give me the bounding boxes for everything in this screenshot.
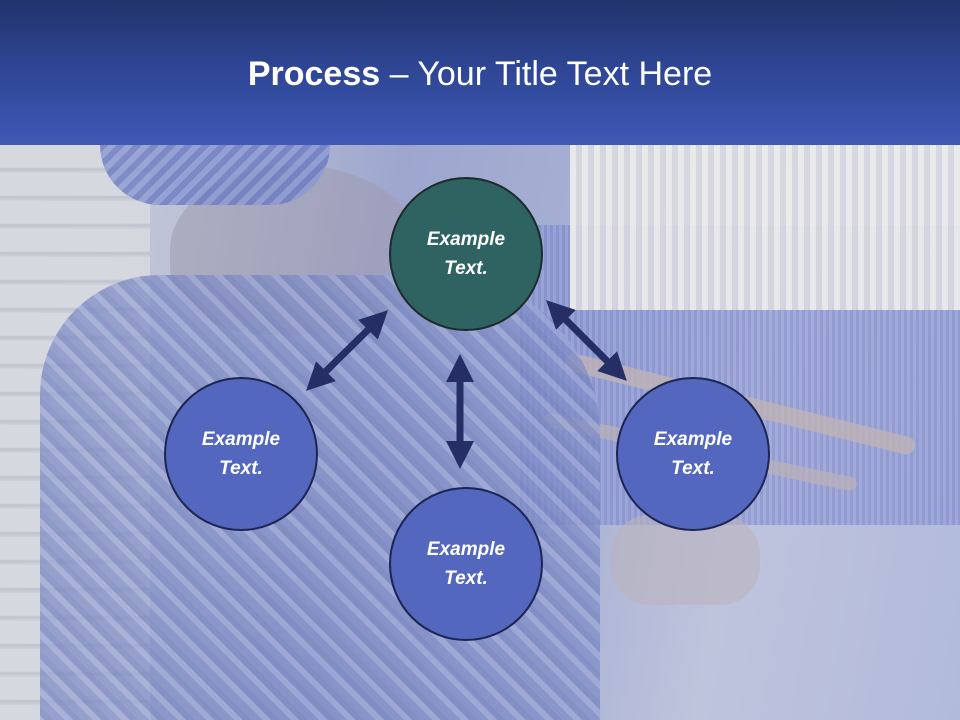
node-right-label: Example Text. xyxy=(653,429,733,479)
weaver-headwrap xyxy=(100,145,330,205)
node-top: Example Text. xyxy=(389,177,543,331)
node-right: Example Text. xyxy=(616,377,770,531)
node-bottom-label: Example Text. xyxy=(426,539,506,589)
node-bottom: Example Text. xyxy=(389,487,543,641)
node-left: Example Text. xyxy=(164,377,318,531)
node-top-label: Example Text. xyxy=(426,229,506,279)
node-left-label: Example Text. xyxy=(201,429,281,479)
slide-title: Process – Your Title Text Here xyxy=(0,48,960,100)
title-bar: Process – Your Title Text Here xyxy=(0,0,960,145)
arrow-top-left xyxy=(306,310,388,391)
title-bold: Process xyxy=(247,55,381,93)
arrow-top-right xyxy=(546,300,627,381)
title-rest: – Your Title Text Here xyxy=(380,55,713,93)
white-fringe xyxy=(570,145,960,310)
